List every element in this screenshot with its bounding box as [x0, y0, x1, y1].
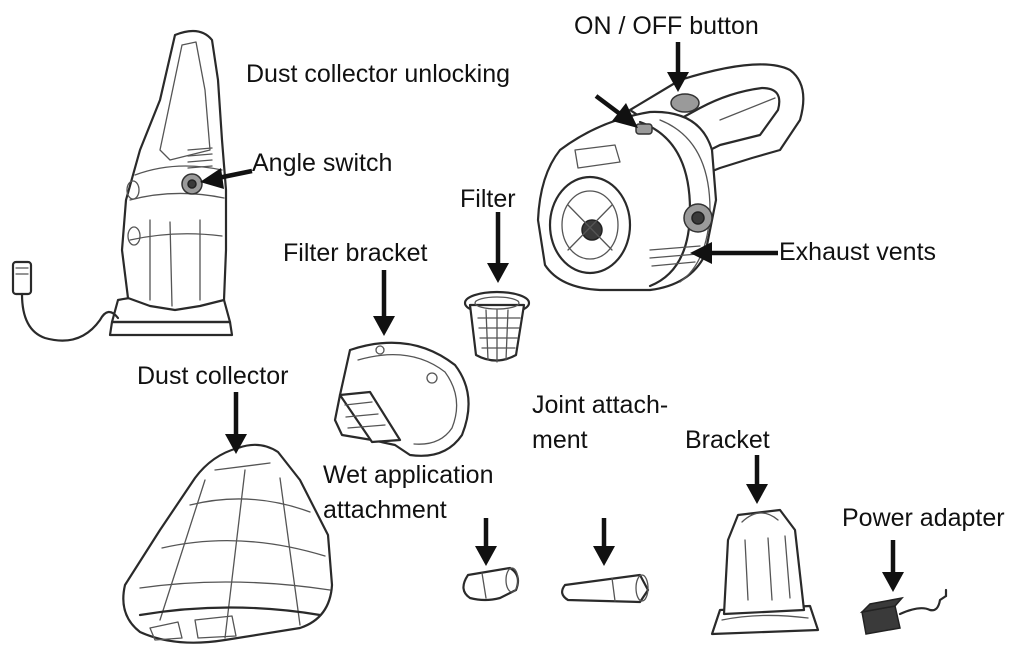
arrow-down-icon	[225, 392, 247, 454]
power-adapter-illustration	[859, 588, 948, 635]
filter-bracket-illustration	[333, 341, 470, 457]
dust-collector-label: Dust collector	[137, 362, 289, 390]
exhaust-vents-label: Exhaust vents	[779, 238, 937, 266]
arrow-left-icon	[690, 242, 778, 264]
wet-application-label-line2: attachment	[323, 496, 447, 524]
arrow-left-icon	[200, 168, 253, 189]
joint-attachment-label-line2: ment	[532, 426, 588, 454]
filter-label: Filter	[460, 185, 516, 213]
filter-bracket-label: Filter bracket	[283, 239, 428, 267]
arrow-down-icon	[373, 270, 395, 336]
arrow-down-icon	[593, 518, 615, 566]
arrow-down-icon	[475, 518, 497, 566]
joint-attachment-label-line1: Joint attach-	[532, 391, 669, 419]
arrow-down-icon	[746, 455, 768, 504]
arrow-diagonal-icon	[594, 94, 638, 128]
joint-attachment-illustration	[561, 573, 650, 604]
dust-collector-illustration	[122, 443, 334, 644]
filter-illustration	[463, 290, 531, 363]
arrow-down-icon	[667, 42, 689, 92]
power-adapter-label: Power adapter	[842, 504, 1005, 532]
hand-vacuum-illustration	[536, 63, 805, 292]
arrow-down-icon	[487, 212, 509, 283]
on-off-button-label: ON / OFF button	[574, 12, 759, 40]
dust-collector-unlocking-label: Dust collector unlocking	[246, 60, 511, 88]
wet-application-attachment-illustration	[462, 566, 520, 602]
bracket-illustration	[710, 508, 820, 636]
angle-switch-label: Angle switch	[252, 149, 393, 177]
vacuum-on-stand-illustration	[11, 29, 234, 342]
wet-application-label-line1: Wet application	[323, 461, 494, 489]
bracket-label: Bracket	[685, 426, 770, 454]
arrow-down-icon	[882, 540, 904, 592]
